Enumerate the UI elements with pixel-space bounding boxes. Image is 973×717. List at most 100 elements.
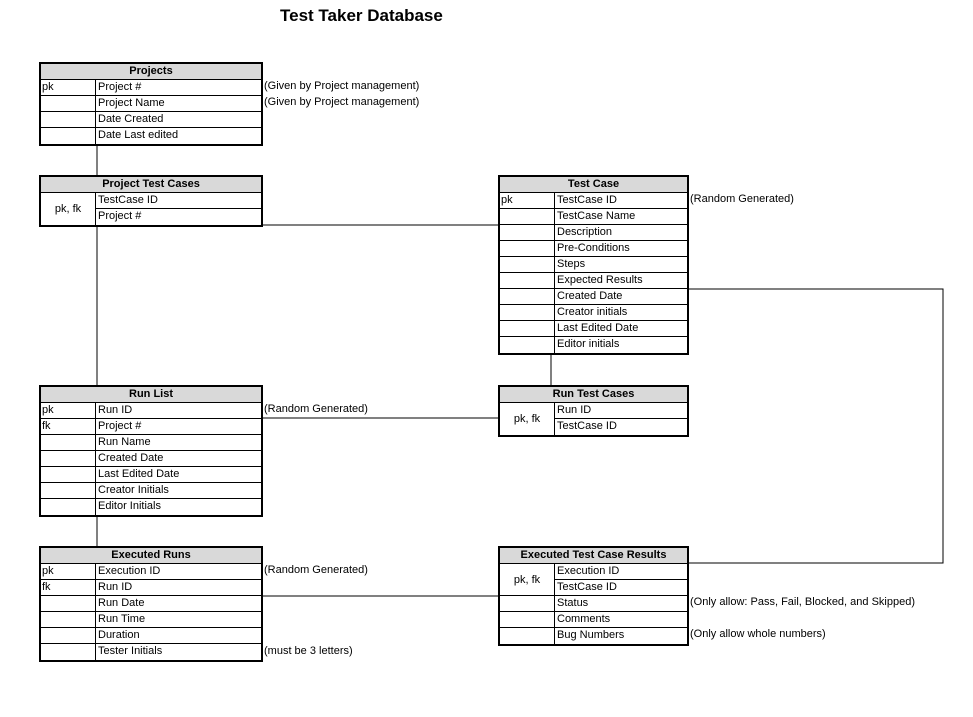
field-cell: Editor Initials [98, 500, 161, 512]
field-cell: Project # [98, 81, 142, 93]
table-row: Date Last edited [41, 128, 261, 144]
table-row: Date Created [41, 112, 261, 128]
key-cell [41, 628, 96, 643]
key-cell: pk [41, 80, 96, 95]
key-cell [500, 305, 555, 320]
table-row: Editor Initials [41, 499, 261, 515]
key-cell: pk [41, 403, 96, 418]
table-header: Project Test Cases [41, 177, 261, 193]
key-cell [41, 112, 96, 127]
note-project-name: (Given by Project management) [264, 96, 420, 108]
table-row: Duration [41, 628, 261, 644]
field-cell: Project # [98, 210, 142, 222]
field-cell: Last Edited Date [557, 322, 639, 334]
merged-key-cell: pk, fk [500, 564, 555, 595]
table-executed-test-case-results: Executed Test Case Results pk, fk Execut… [498, 546, 689, 646]
key-cell: fk [41, 419, 96, 434]
field-cell: Bug Numbers [557, 629, 625, 641]
table-row: Editor initials [500, 337, 687, 353]
field-cell: Creator initials [557, 306, 628, 318]
key-cell [41, 451, 96, 466]
table-row: Last Edited Date [41, 467, 261, 483]
table-header: Run List [41, 387, 261, 403]
field-cell: Description [557, 226, 613, 238]
key-cell [500, 241, 555, 256]
table-row: Run Date [41, 596, 261, 612]
table-row: Steps [500, 257, 687, 273]
key-cell [41, 128, 96, 144]
table-header: Run Test Cases [500, 387, 687, 403]
table-row: Created Date [41, 451, 261, 467]
field-cell: Created Date [98, 452, 164, 464]
key-cell [41, 612, 96, 627]
field-cell: Expected Results [557, 274, 643, 286]
field-cell: Run ID [98, 404, 133, 416]
field-cell: Run Date [98, 597, 145, 609]
link-testcase-results [688, 288, 944, 564]
key-cell: pk [41, 564, 96, 579]
table-row: Pre-Conditions [500, 241, 687, 257]
field-cell: TestCase ID [557, 194, 617, 206]
note-run-id: (Random Generated) [264, 403, 368, 415]
table-row: TestCase Name [500, 209, 687, 225]
field-cell: Duration [98, 629, 140, 641]
key-cell [500, 337, 555, 353]
note-bug-numbers: (Only allow whole numbers) [690, 628, 826, 640]
key-cell [500, 628, 555, 644]
table-row: Bug Numbers [500, 628, 687, 644]
table-row: Description [500, 225, 687, 241]
field-cell: Status [557, 597, 589, 609]
table-row: Run Time [41, 612, 261, 628]
note-testcase-id: (Random Generated) [690, 193, 794, 205]
field-cell: TestCase ID [557, 581, 617, 593]
key-cell [500, 209, 555, 224]
key-cell: fk [41, 580, 96, 595]
key-cell [500, 225, 555, 240]
table-header: Projects [41, 64, 261, 80]
field-cell: Run Name [98, 436, 151, 448]
key-cell [500, 273, 555, 288]
key-cell [41, 435, 96, 450]
key-cell [41, 644, 96, 660]
merged-key-cell: pk, fk [500, 403, 555, 434]
field-cell: Execution ID [557, 565, 620, 577]
key-cell [41, 596, 96, 611]
field-cell: TestCase Name [557, 210, 636, 222]
field-cell: Steps [557, 258, 586, 270]
field-cell: Date Created [98, 113, 164, 125]
table-row: Expected Results [500, 273, 687, 289]
table-project-test-cases: Project Test Cases pk, fk TestCase ID Pr… [39, 175, 263, 227]
field-cell: Pre-Conditions [557, 242, 630, 254]
field-cell: Run Time [98, 613, 146, 625]
field-cell: Editor initials [557, 338, 620, 350]
field-cell: Run ID [557, 404, 592, 416]
key-cell [41, 499, 96, 515]
key-cell [500, 612, 555, 627]
note-execution-id: (Random Generated) [264, 564, 368, 576]
note-project-num: (Given by Project management) [264, 80, 420, 92]
field-cell: TestCase ID [98, 194, 158, 206]
diagram-title: Test Taker Database [280, 6, 443, 25]
field-cell: Date Last edited [98, 129, 179, 141]
field-cell: Execution ID [98, 565, 161, 577]
table-row: Creator Initials [41, 483, 261, 499]
table-header: Executed Runs [41, 548, 261, 564]
table-row: Project Name [41, 96, 261, 112]
table-row: Status [500, 596, 687, 612]
field-cell: Tester Initials [98, 645, 163, 657]
table-row: Last Edited Date [500, 321, 687, 337]
table-header: Executed Test Case Results [500, 548, 687, 564]
key-cell [500, 321, 555, 336]
key-cell [41, 467, 96, 482]
field-cell: Project # [98, 420, 142, 432]
